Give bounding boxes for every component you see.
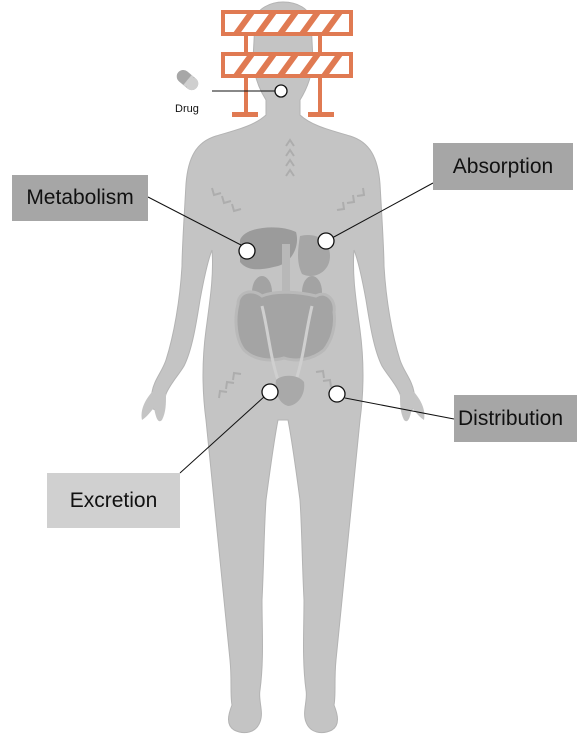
right-hand	[400, 392, 424, 421]
absorption-label-text: Absorption	[453, 155, 553, 179]
barrier-board-top	[223, 12, 351, 34]
barrier-foot-left	[232, 112, 258, 117]
left-hand	[142, 392, 166, 421]
excretion-label: Excretion	[47, 473, 180, 528]
capsule-pill-icon	[174, 67, 201, 92]
metabolism-marker	[239, 243, 255, 259]
absorption-marker	[318, 233, 334, 249]
distribution-label-text: Distribution	[458, 407, 563, 431]
barrier-foot-right	[308, 112, 334, 117]
distribution-label: Distribution	[454, 395, 577, 442]
drug-marker	[275, 85, 287, 97]
excretion-label-text: Excretion	[70, 489, 158, 513]
drug-label: Drug	[175, 103, 199, 115]
excretion-marker	[262, 384, 278, 400]
metabolism-label-text: Metabolism	[26, 186, 133, 210]
barrier-board-bottom	[223, 54, 351, 76]
metabolism-label: Metabolism	[12, 175, 148, 221]
intestines	[236, 292, 335, 360]
distribution-marker	[329, 386, 345, 402]
absorption-label: Absorption	[433, 143, 573, 190]
